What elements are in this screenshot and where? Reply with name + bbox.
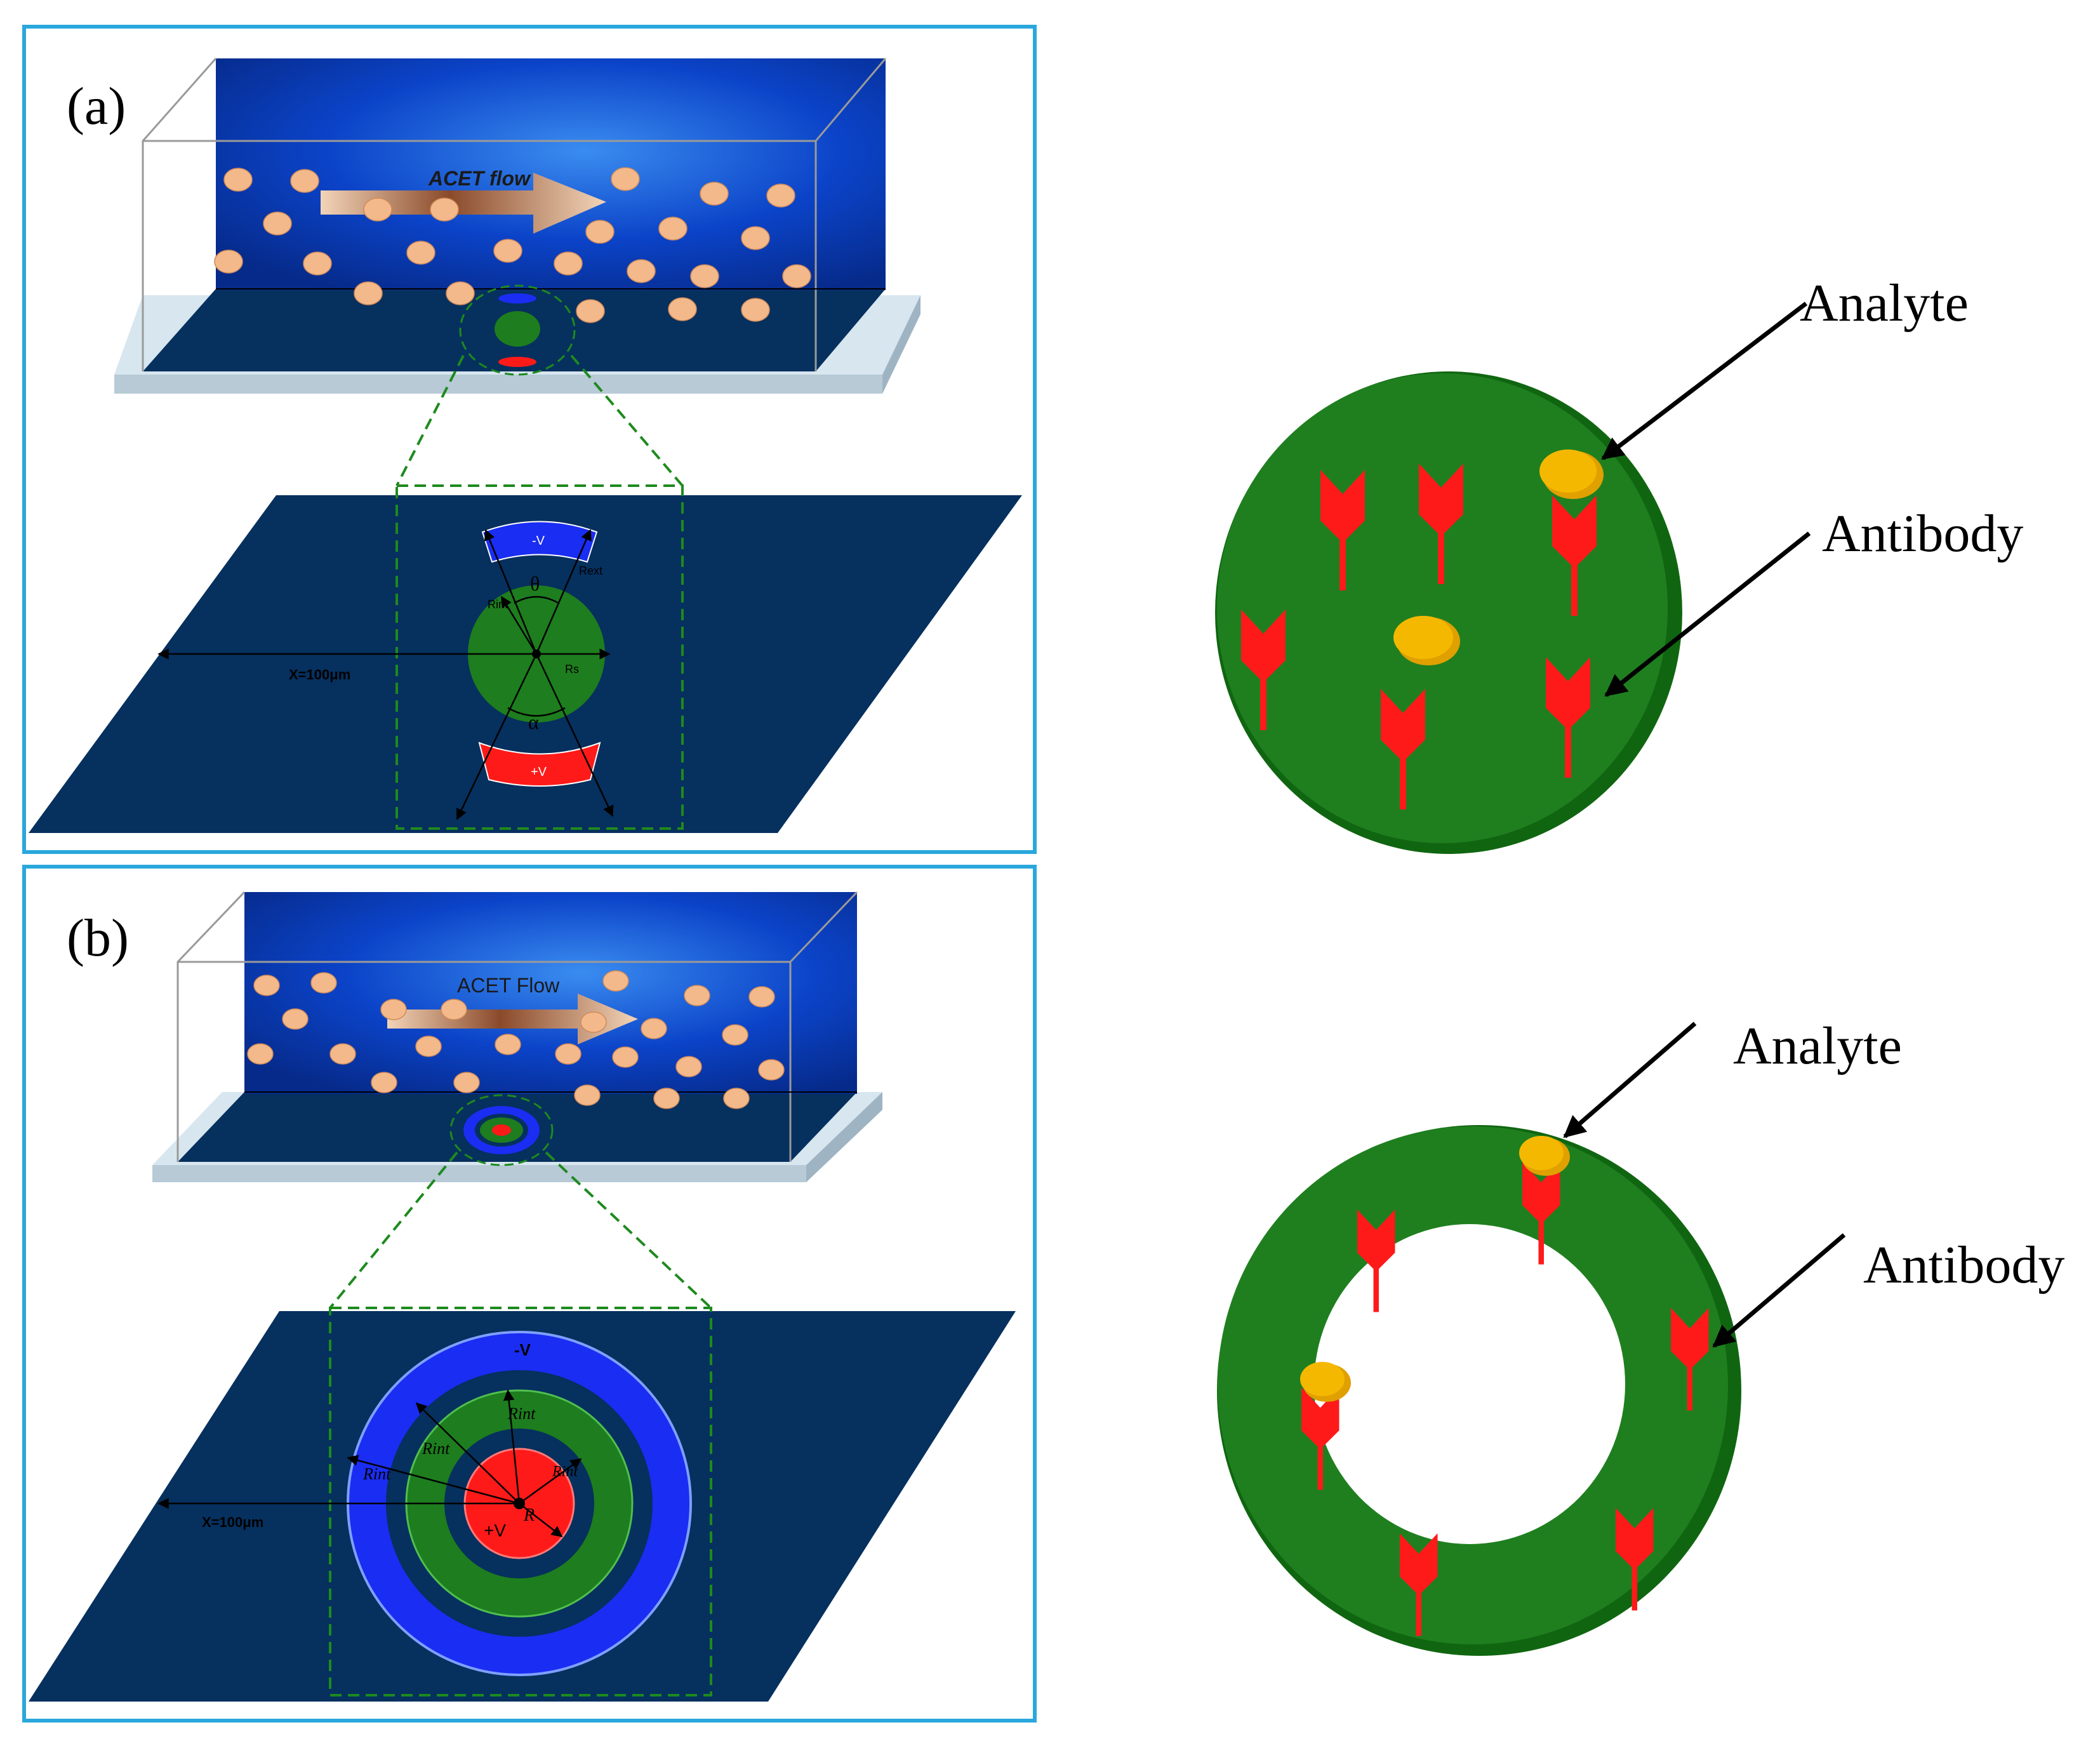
distance-label-b: X=100μm <box>202 1514 263 1530</box>
analytes-bottom <box>1300 1136 1570 1402</box>
sensor-ring <box>1217 1125 1741 1656</box>
r-label-3: Rint <box>507 1404 536 1423</box>
panel-a-channel: ACET flow <box>114 58 920 394</box>
r-label-4: Rint <box>552 1463 578 1480</box>
flow-arrow-b <box>387 994 638 1044</box>
theta-label: θ <box>530 572 540 595</box>
panel-a-label: (a) <box>67 77 126 136</box>
panel-b-electrode-detail: -V +V Rint Rint Rint Rint R X=100μm <box>157 1331 692 1676</box>
neg-electrode-label: -V <box>532 534 545 548</box>
antibodies-top <box>1241 463 1597 810</box>
neg-electrode-label-b: -V <box>514 1340 531 1359</box>
electrode-mini-b <box>449 1094 554 1166</box>
rs-label: Rs <box>565 663 579 676</box>
analyte-label-top: Analyte <box>1800 274 1969 333</box>
panel-b-frame <box>22 865 1037 1723</box>
sensor-disc <box>1215 371 1682 854</box>
antibody-label-top: Antibody <box>1822 504 2023 563</box>
r-label-5: R <box>523 1505 535 1525</box>
r-label-2: Rint <box>422 1439 450 1458</box>
analyte-arrow-bottom <box>1563 1022 1697 1138</box>
flow-arrow <box>321 173 606 234</box>
flow-label-b: ACET Flow <box>457 974 560 997</box>
panel-a-electrode-detail: -V +V θ α Rext Rint Rs X=100μm <box>157 521 614 820</box>
antibodies-bottom <box>1301 1162 1709 1636</box>
analyte-arrow-top <box>1601 302 1808 460</box>
flow-label: ACET flow <box>428 167 531 190</box>
panel-b-label: (b) <box>67 909 129 968</box>
particles-b <box>247 970 785 1109</box>
electrode-mini <box>459 284 576 376</box>
rint-label: Rint <box>488 598 508 611</box>
r-label-1: Rint <box>362 1465 391 1483</box>
analyte-label-bottom: Analyte <box>1733 1016 1902 1076</box>
alpha-label: α <box>528 710 539 733</box>
antibody-label-bottom: Antibody <box>1863 1236 2064 1295</box>
zoom-lines-b <box>329 1151 712 1309</box>
particles <box>214 167 811 323</box>
antibody-arrow-top <box>1604 531 1811 697</box>
distance-label-a: X=100μm <box>289 667 350 683</box>
pos-electrode-label: +V <box>531 765 547 779</box>
pos-electrode-label-b: +V <box>484 1521 506 1540</box>
rext-label: Rext <box>579 564 602 577</box>
analytes-top <box>1393 450 1604 665</box>
panel-b-channel: ACET Flow <box>152 891 882 1182</box>
panel-a-frame <box>22 25 1037 854</box>
antibody-arrow-bottom <box>1712 1233 1846 1348</box>
